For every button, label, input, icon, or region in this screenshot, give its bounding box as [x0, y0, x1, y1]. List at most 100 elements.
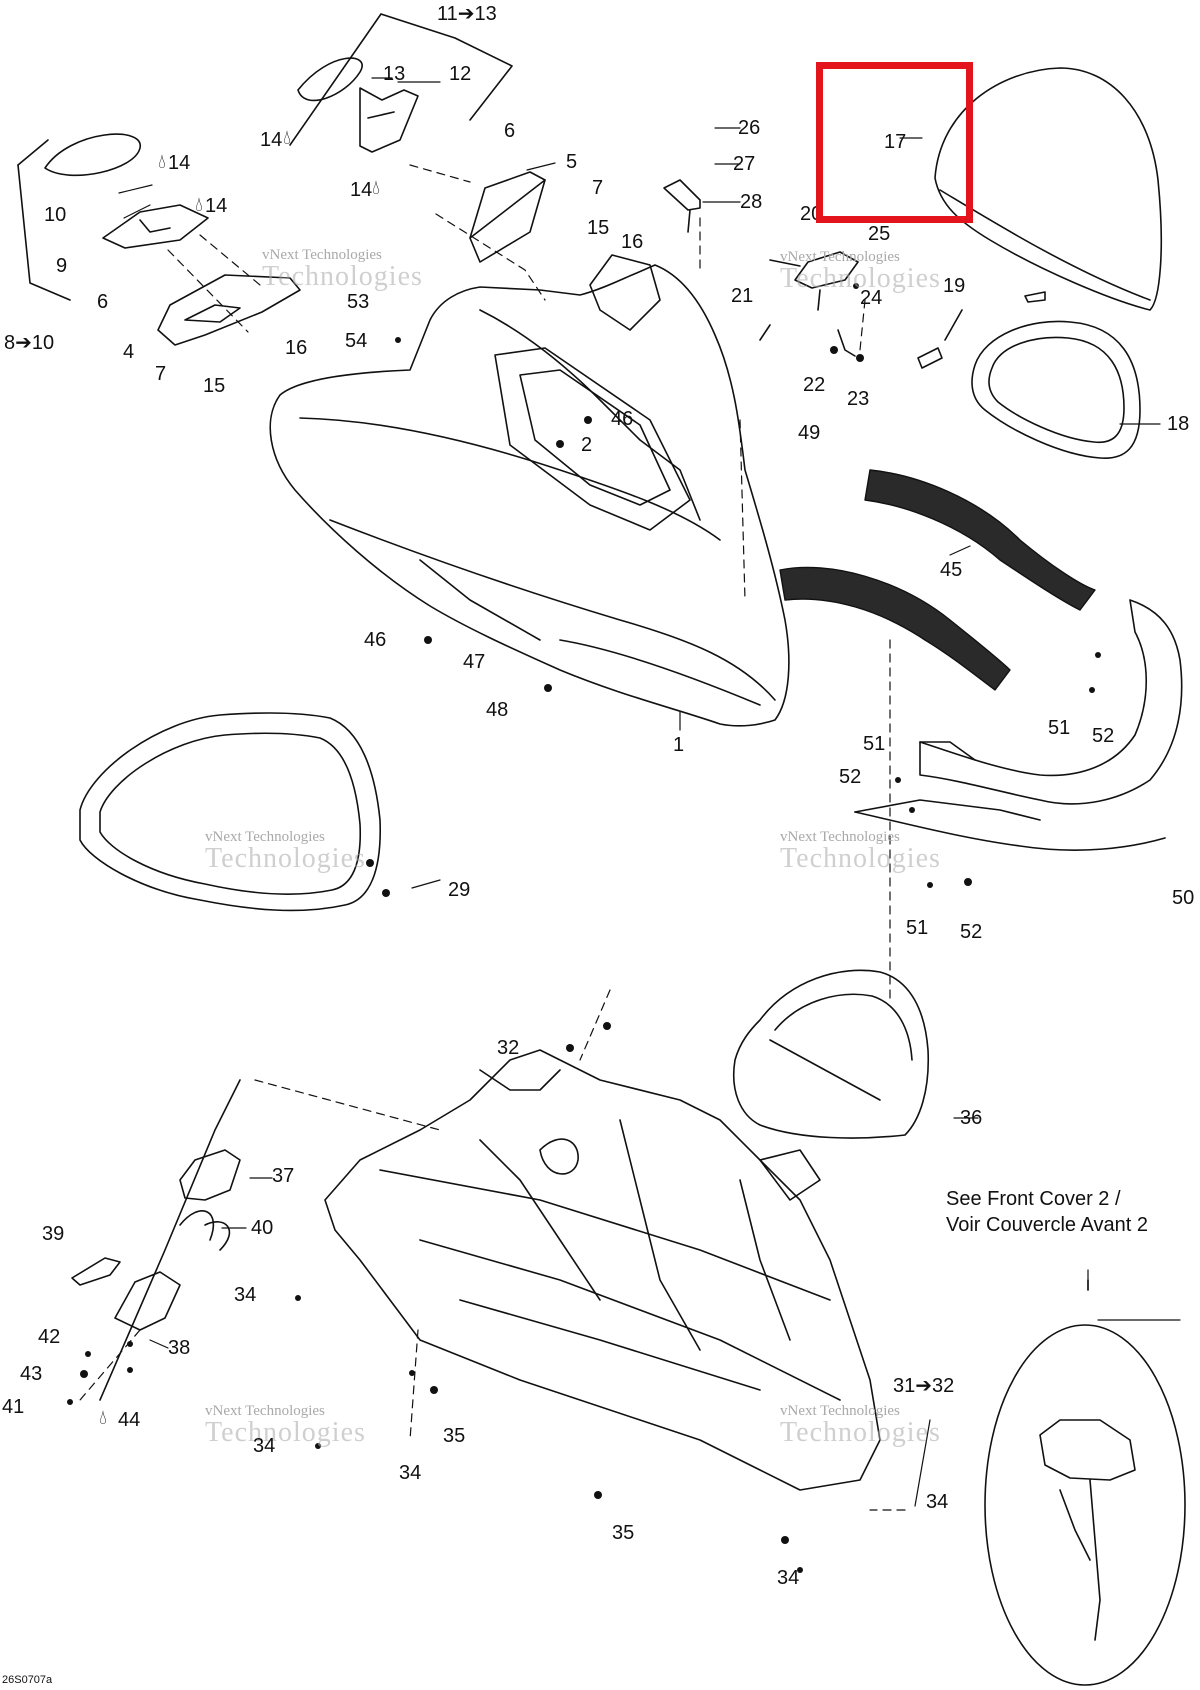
- part-label-46: 46: [364, 629, 387, 651]
- part-label-51: 51: [1048, 717, 1071, 739]
- watermark-text: vNext Technologies: [205, 829, 325, 845]
- lubricant-drop-icon: 💧︎: [372, 177, 380, 199]
- note-line: See Front Cover 2 /: [946, 1188, 1121, 1210]
- mirror-left-lower: [44, 133, 209, 249]
- leader-lines-dashed: [79, 164, 906, 1511]
- part-label-28: 28: [740, 191, 763, 213]
- part-label-34: 34: [399, 1462, 422, 1484]
- part-label-52: 52: [839, 766, 862, 788]
- part-label-47: 47: [463, 651, 486, 673]
- watermark-text: Technologies: [780, 1417, 941, 1448]
- hood-17: [934, 67, 1163, 311]
- part-label-39: 39: [42, 1223, 65, 1245]
- part-label-53: 53: [347, 291, 370, 313]
- part-label-32: 32: [497, 1037, 520, 1059]
- part-label-24: 24: [860, 287, 883, 309]
- note-line: Voir Couvercle Avant 2: [946, 1214, 1148, 1236]
- part-label-48: 48: [486, 699, 509, 721]
- part-label-26: 26: [738, 117, 761, 139]
- part-label-34: 34: [777, 1567, 800, 1589]
- deflector-50: [854, 599, 1183, 851]
- gasket-29: [79, 712, 381, 912]
- part-label-29: 29: [448, 879, 471, 901]
- watermark-text: vNext Technologies: [780, 1403, 900, 1419]
- part-label-51: 51: [906, 917, 929, 939]
- part-label-41: 41: [2, 1396, 25, 1418]
- part-label-14: 14: [205, 195, 228, 217]
- watermark: vNext Technologies Technologies: [780, 830, 941, 873]
- watermark-text: Technologies: [780, 263, 941, 294]
- part-label-13: 13: [383, 63, 406, 85]
- watermark: vNext Technologies Technologies: [780, 250, 941, 293]
- part-label-14: 14: [350, 179, 373, 201]
- part-label-36: 36: [960, 1107, 983, 1129]
- front-body-1: [269, 254, 790, 727]
- part-label-31-32: 31➔32: [893, 1375, 955, 1397]
- part-label-45: 45: [940, 559, 963, 581]
- part-label-37: 37: [272, 1165, 295, 1187]
- part-label-17: 17: [884, 131, 907, 153]
- front-cover-2-inset: [984, 1279, 1186, 1686]
- watermark: vNext Technologies Technologies: [205, 1404, 366, 1447]
- part-label-19: 19: [943, 275, 966, 297]
- part-label-34: 34: [253, 1435, 276, 1457]
- part-label-14: 14: [260, 129, 283, 151]
- mirror-housing-4: [157, 274, 301, 346]
- highlight-box-part-17: [816, 62, 973, 223]
- part-label-15: 15: [587, 217, 610, 239]
- part-label-11-13: 11➔13: [437, 3, 497, 25]
- bracket-11-13: [17, 13, 513, 301]
- part-label-2: 2: [581, 434, 593, 456]
- part-label-8-10: 8➔10: [4, 332, 55, 354]
- lubricant-drop-icon: 💧︎: [283, 127, 291, 149]
- part-label-4: 4: [123, 341, 135, 363]
- watermark: vNext Technologies Technologies: [205, 830, 366, 873]
- part-label-7: 7: [592, 177, 604, 199]
- part-label-6: 6: [97, 291, 109, 313]
- part-label-16: 16: [285, 337, 308, 359]
- part-label-22: 22: [803, 374, 826, 396]
- lubricant-drop-icon: 💧︎: [195, 194, 203, 216]
- bracket-5: [469, 171, 546, 263]
- part-label-21: 21: [731, 285, 754, 307]
- watermark-text: Technologies: [780, 843, 941, 874]
- part-label-35: 35: [612, 1522, 635, 1544]
- part-label-34: 34: [926, 1491, 949, 1513]
- part-label-42: 42: [38, 1326, 61, 1348]
- watermark-text: vNext Technologies: [262, 247, 382, 263]
- hardware-fasteners: [67, 283, 1101, 1573]
- part-label-23: 23: [847, 388, 870, 410]
- strip-19: [917, 291, 1046, 369]
- gasket-18: [971, 320, 1141, 459]
- latch-assembly: [71, 1079, 241, 1401]
- part-label-25: 25: [868, 223, 891, 245]
- part-label-9: 9: [56, 255, 68, 277]
- hose-45-lower: [779, 566, 1011, 691]
- watermark-text: Technologies: [205, 1417, 366, 1448]
- part-label-44: 44: [118, 1409, 141, 1431]
- part-label-12: 12: [449, 63, 472, 85]
- lubricant-drop-icon: 💧︎: [158, 151, 166, 173]
- watermark: vNext Technologies Technologies: [780, 1404, 941, 1447]
- part-label-43: 43: [20, 1363, 43, 1385]
- part-label-15: 15: [203, 375, 226, 397]
- hose-45-upper: [864, 469, 1096, 611]
- part-label-27: 27: [733, 153, 756, 175]
- part-label-14: 14: [168, 152, 191, 174]
- front-support-frame: [324, 1049, 881, 1491]
- part-label-50: 50: [1172, 887, 1195, 909]
- part-label-51: 51: [863, 733, 886, 755]
- document-id: 26S0707a: [2, 1674, 53, 1686]
- watermark-text: vNext Technologies: [780, 249, 900, 265]
- part-label-16: 16: [621, 231, 644, 253]
- part-label-46: 46: [611, 408, 634, 430]
- watermark-text: vNext Technologies: [205, 1403, 325, 1419]
- part-label-49: 49: [798, 422, 821, 444]
- part-label-6: 6: [504, 120, 516, 142]
- watermark-text: vNext Technologies: [780, 829, 900, 845]
- hinge-assembly: [759, 251, 859, 357]
- watermark-text: Technologies: [205, 843, 366, 874]
- mirror-left-upper: [297, 57, 419, 153]
